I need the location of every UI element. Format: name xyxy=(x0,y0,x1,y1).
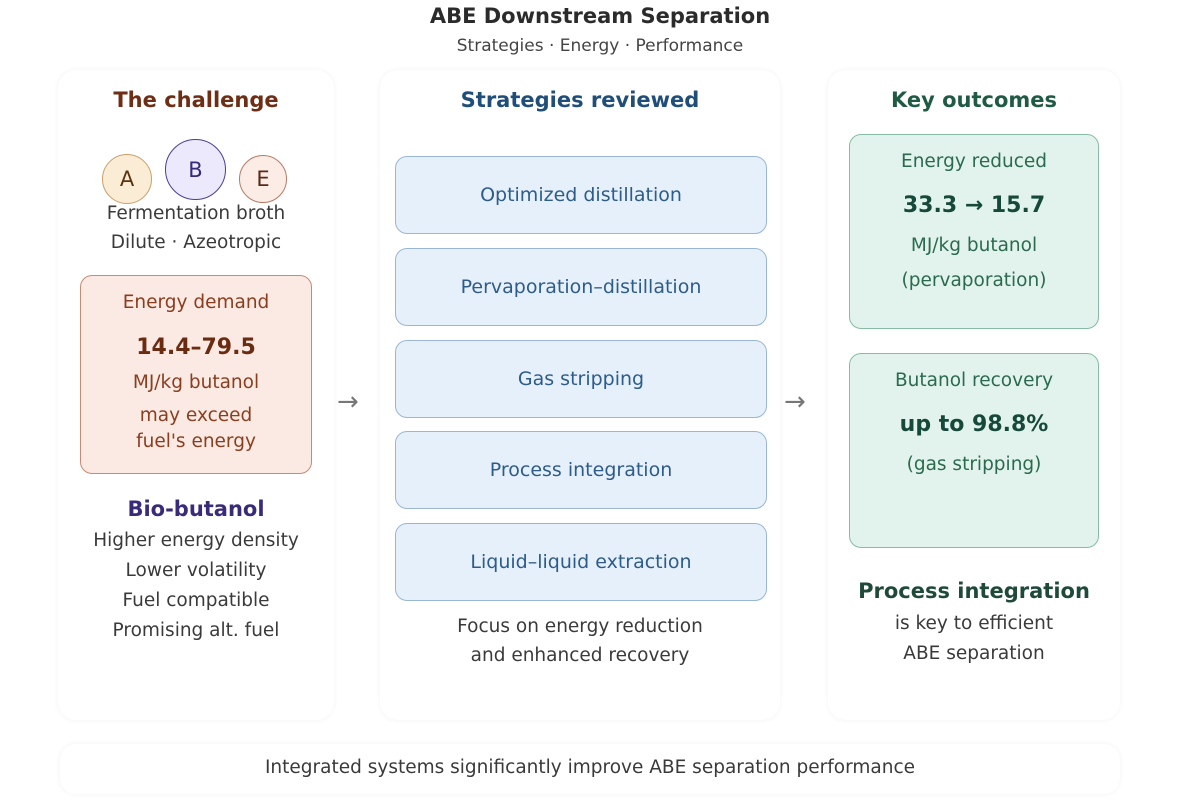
energy-reduced-value: 33.3 → 15.7 xyxy=(902,193,1046,218)
strategies-heading: Strategies reviewed xyxy=(460,88,700,112)
biobutanol-heading: Bio-butanol xyxy=(127,497,265,521)
strategy-liquid-liquid-extraction: Liquid–liquid extraction xyxy=(395,523,767,601)
outcomes-heading: Key outcomes xyxy=(890,88,1058,112)
butanol-recovery-box xyxy=(849,353,1099,548)
butanol-recovery-value: up to 98.8% xyxy=(899,412,1049,437)
ethanol-circle: E xyxy=(239,155,287,203)
energy-reduced-note: (pervaporation) xyxy=(901,270,1047,291)
footer-bar xyxy=(60,744,1120,794)
biobutanol-item: Higher energy density xyxy=(93,530,299,551)
energy-demand-label: Energy demand xyxy=(122,292,270,313)
butanol-circle: B xyxy=(165,139,226,200)
energy-demand-value: 14.4–79.5 xyxy=(136,335,256,360)
arrow-right-icon: → xyxy=(784,387,806,417)
biobutanol-item: Promising alt. fuel xyxy=(112,620,280,641)
strategy-gas-stripping: Gas stripping xyxy=(395,340,767,418)
acetone-circle: A xyxy=(102,154,152,204)
broth-label: Fermentation broth xyxy=(106,203,286,224)
strategies-footer-line1: Focus on energy reduction xyxy=(457,616,703,637)
broth-properties: Dilute · Azeotropic xyxy=(110,232,282,253)
butanol-recovery-note: (gas stripping) xyxy=(906,454,1042,475)
strategies-footer-line2: and enhanced recovery xyxy=(470,645,690,666)
diagram-title: ABE Downstream Separation xyxy=(429,4,771,28)
energy-reduced-unit: MJ/kg butanol xyxy=(910,235,1038,256)
biobutanol-item: Lower volatility xyxy=(125,560,267,581)
biobutanol-item: Fuel compatible xyxy=(122,590,270,611)
butanol-recovery-label: Butanol recovery xyxy=(894,370,1054,391)
footer-text: Integrated systems significantly improve… xyxy=(264,757,916,778)
strategy-process-integration: Process integration xyxy=(395,431,767,509)
energy-demand-note-line2: fuel's energy xyxy=(136,431,256,452)
energy-demand-note-line1: may exceed xyxy=(139,405,253,426)
arrow-right-icon: → xyxy=(337,387,359,417)
process-integration-line1: is key to efficient xyxy=(894,613,1054,634)
diagram-subtitle: Strategies · Energy · Performance xyxy=(456,36,744,56)
process-integration-line2: ABE separation xyxy=(903,643,1045,664)
strategy-pervaporation-distillation: Pervaporation–distillation xyxy=(395,248,767,326)
energy-demand-box xyxy=(80,275,312,474)
challenge-heading: The challenge xyxy=(113,88,279,112)
energy-demand-unit: MJ/kg butanol xyxy=(132,372,260,393)
strategy-optimized-distillation: Optimized distillation xyxy=(395,156,767,234)
energy-reduced-label: Energy reduced xyxy=(901,151,1047,172)
process-integration-heading: Process integration xyxy=(858,579,1090,603)
energy-reduced-box xyxy=(849,134,1099,329)
